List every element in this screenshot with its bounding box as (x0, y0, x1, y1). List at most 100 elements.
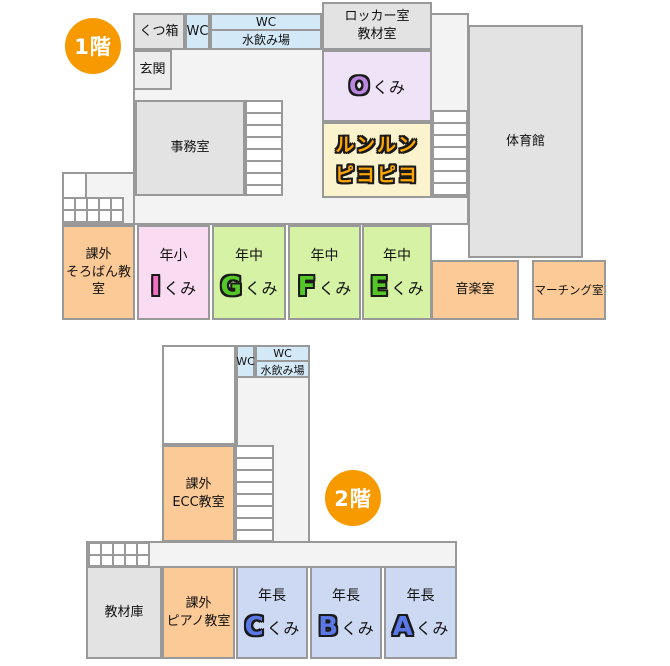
water-fountain-label: 水飲み場 (257, 360, 308, 378)
class-body: 年中 F くみ (298, 245, 351, 300)
class-letter: F (297, 272, 316, 302)
room-label: 音楽室 (455, 282, 495, 298)
class-grade: 年長 (257, 588, 286, 604)
step-cell (112, 211, 122, 221)
soroban-line1: 課外 (85, 247, 112, 263)
step-cell (100, 199, 110, 209)
class-body: 年長 B くみ (318, 585, 373, 640)
class-i-room: 年小 I くみ (137, 225, 210, 320)
class-suffix: くみ (391, 279, 424, 298)
class-letter-line: A くみ (393, 614, 449, 640)
class-b-room: 年長 B くみ (310, 566, 382, 659)
class-body: 年長 A くみ (393, 585, 449, 640)
class-letter-line: I くみ (151, 274, 196, 300)
class-o-room: O くみ (322, 50, 432, 122)
music-room: 音楽室 (431, 260, 519, 320)
class-body: 年長 C くみ (245, 585, 300, 640)
wc-water-fountain-f2: WC 水飲み場 (255, 345, 310, 378)
room-label: ロッカー室 教材室 (344, 8, 409, 43)
room-label: 課外 ピアノ教室 (167, 595, 231, 630)
piano-classroom: 課外 ピアノ教室 (162, 566, 235, 659)
room-label: くつ箱 (139, 23, 179, 39)
step-cell (112, 199, 122, 209)
soroban-line2: そろばん教室 (65, 264, 131, 298)
room-label: WC (236, 355, 255, 368)
class-grade: 年中 (383, 248, 411, 264)
step-cell (64, 211, 74, 221)
room-label: WC (186, 23, 209, 39)
runrun-line1: ルンルン (335, 133, 419, 156)
class-letter-line: C くみ (245, 614, 300, 640)
class-letter: I (150, 272, 161, 302)
ecc-classroom: 課外 ECC教室 (162, 445, 235, 542)
class-f-room: 年中 F くみ (288, 225, 361, 320)
floor2-unlabeled-room (162, 345, 236, 445)
class-g-room: 年中 G くみ (212, 225, 286, 320)
gymnasium-room: 体育館 (468, 25, 583, 258)
room-label: マーチング室 (534, 283, 604, 297)
wc-water-fountain-f1: WC 水飲み場 (210, 13, 322, 50)
room-label: 課外 そろばん教室 (64, 246, 133, 299)
step-cell (138, 544, 148, 554)
floor2-badge: 2階 (325, 470, 381, 526)
step-cell (138, 555, 148, 565)
runrun-line2: ピヨピヨ (334, 164, 419, 186)
class-suffix: くみ (341, 619, 374, 638)
stairs-f1-office (245, 100, 283, 196)
office-room: 事務室 (135, 100, 245, 196)
floor2-badge-label: 2階 (334, 487, 372, 511)
piano-line1: 課外 (185, 595, 212, 611)
class-grade: 年中 (310, 248, 339, 264)
entrance-steps-grid-f1 (62, 197, 124, 223)
class-suffix: くみ (372, 78, 406, 97)
step-cell (88, 199, 98, 209)
room-label: 課外 ECC教室 (172, 476, 224, 511)
piano-line2: ピアノ教室 (166, 613, 231, 629)
class-letter: G (220, 272, 242, 302)
class-c-room: 年長 C くみ (236, 566, 308, 659)
water-fountain-label: 水飲み場 (212, 29, 320, 48)
floor1-badge: 1階 (65, 18, 121, 74)
class-letter-line: E くみ (370, 274, 423, 300)
entrance-steps-grid-f2 (88, 542, 150, 567)
locker-line1: ロッカー室 (344, 9, 410, 25)
class-grade: 年長 (332, 588, 360, 604)
class-grade: 年中 (234, 248, 263, 264)
class-suffix: くみ (163, 279, 197, 298)
shoe-box-room: くつ箱 (133, 13, 185, 50)
entrance-room: 玄関 (133, 50, 172, 90)
step-cell (76, 199, 86, 209)
step-cell (126, 555, 136, 565)
room-label: 教材庫 (104, 604, 144, 620)
step-cell (64, 199, 74, 209)
room-label: ルンルン ピヨピヨ (335, 130, 419, 191)
class-suffix: くみ (244, 279, 278, 298)
class-letter: A (392, 612, 413, 642)
step-cell (114, 555, 124, 565)
step-cell (90, 544, 100, 554)
wc-small-room-f1: WC (185, 13, 210, 50)
class-suffix: くみ (318, 279, 352, 298)
class-letter-line: O くみ (349, 74, 405, 98)
stairs-f1-runrun (432, 110, 468, 198)
room-label: 体育館 (505, 133, 545, 149)
locker-room: ロッカー室 教材室 (322, 2, 432, 50)
room-label: 玄関 (139, 62, 166, 78)
step-cell (126, 544, 136, 554)
step-cell (100, 211, 110, 221)
class-letter: E (370, 272, 389, 302)
floor1-badge-label: 1階 (74, 35, 112, 59)
locker-line2: 教材室 (357, 27, 397, 42)
step-cell (114, 544, 124, 554)
class-letter-line: F くみ (298, 274, 351, 300)
class-a-room: 年長 A くみ (384, 566, 457, 659)
class-grade: 年小 (159, 248, 188, 264)
wc-split: WC 水飲み場 (212, 15, 320, 48)
class-letter: B (318, 612, 339, 642)
wc-small-room-f2: WC (236, 345, 255, 378)
stairs-f2 (235, 445, 274, 542)
class-e-room: 年中 E くみ (362, 225, 432, 320)
wc-label: WC (273, 347, 292, 360)
step-cell (102, 544, 112, 554)
